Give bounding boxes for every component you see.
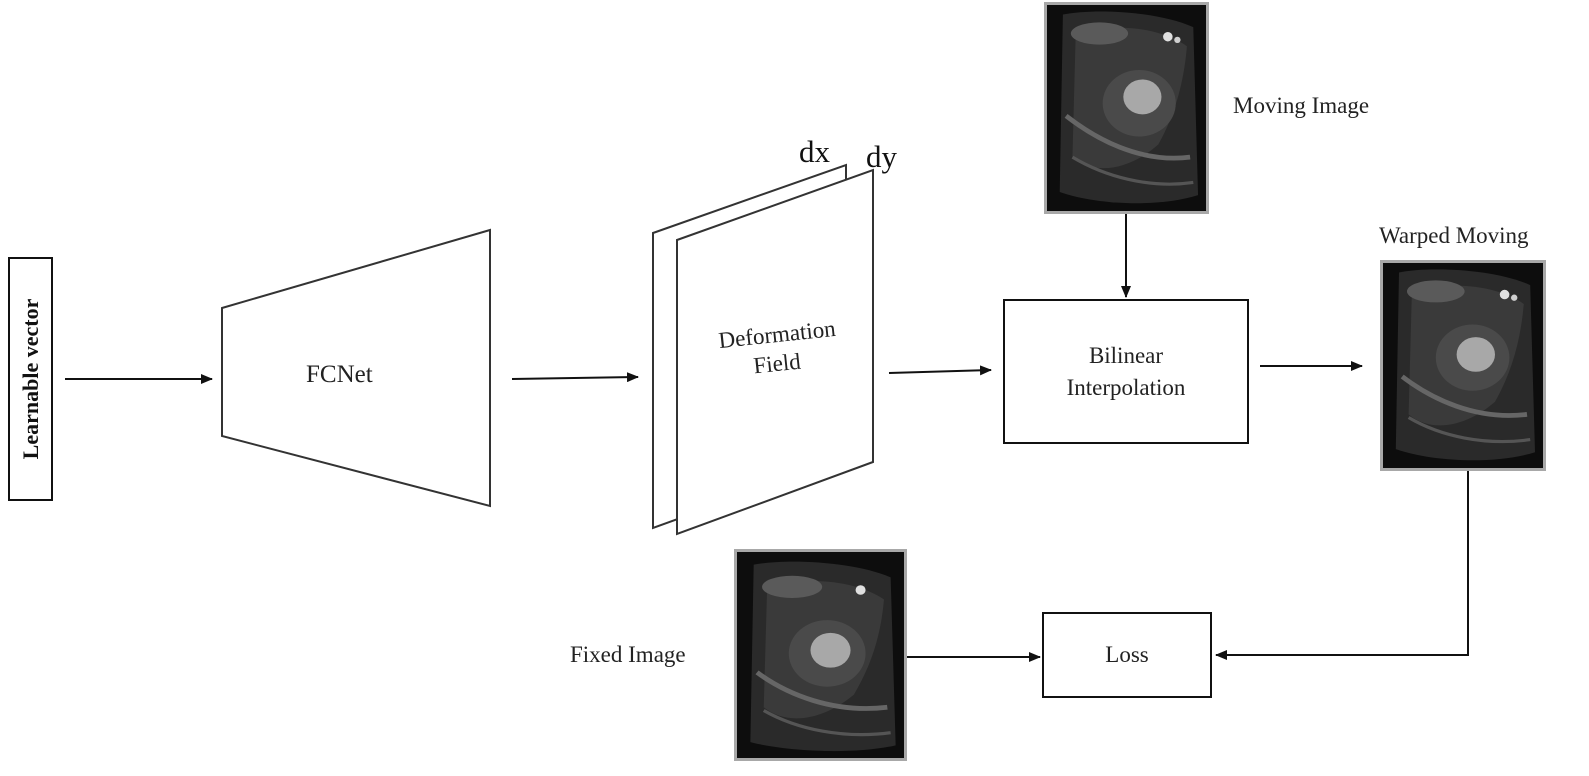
warped-moving-image: [1380, 260, 1546, 471]
fixed-image-label: Fixed Image: [570, 642, 686, 667]
bilinear-label-line1: Bilinear: [1088, 343, 1164, 369]
fixed-image: [734, 549, 907, 761]
bilinear-interpolation-box: Bilinear Interpolation: [1003, 299, 1249, 444]
loss-label: Loss: [1105, 642, 1149, 668]
moving-image-label: Moving Image: [1233, 93, 1370, 118]
bilinear-label-line2: Interpolation: [1066, 374, 1186, 400]
fcnet-label: FCNet: [306, 361, 373, 388]
arrow-fcnet-to-field: [511, 372, 639, 383]
channel-dy-label: dy: [866, 139, 897, 174]
arrow-warped-to-loss: [1215, 470, 1469, 660]
learnable-vector-label: Learnable vector: [17, 298, 43, 460]
channel-dx-label: dx: [799, 134, 830, 169]
learnable-vector-box: Learnable vector: [8, 257, 53, 501]
deformation-sheet-dy: [676, 168, 874, 536]
warped-moving-label: Warped Moving: [1379, 223, 1529, 248]
moving-image: [1044, 2, 1209, 214]
arrow-field-to-bilinear: [888, 365, 992, 376]
loss-box: Loss: [1042, 612, 1212, 698]
fcnet-block: [221, 228, 491, 508]
